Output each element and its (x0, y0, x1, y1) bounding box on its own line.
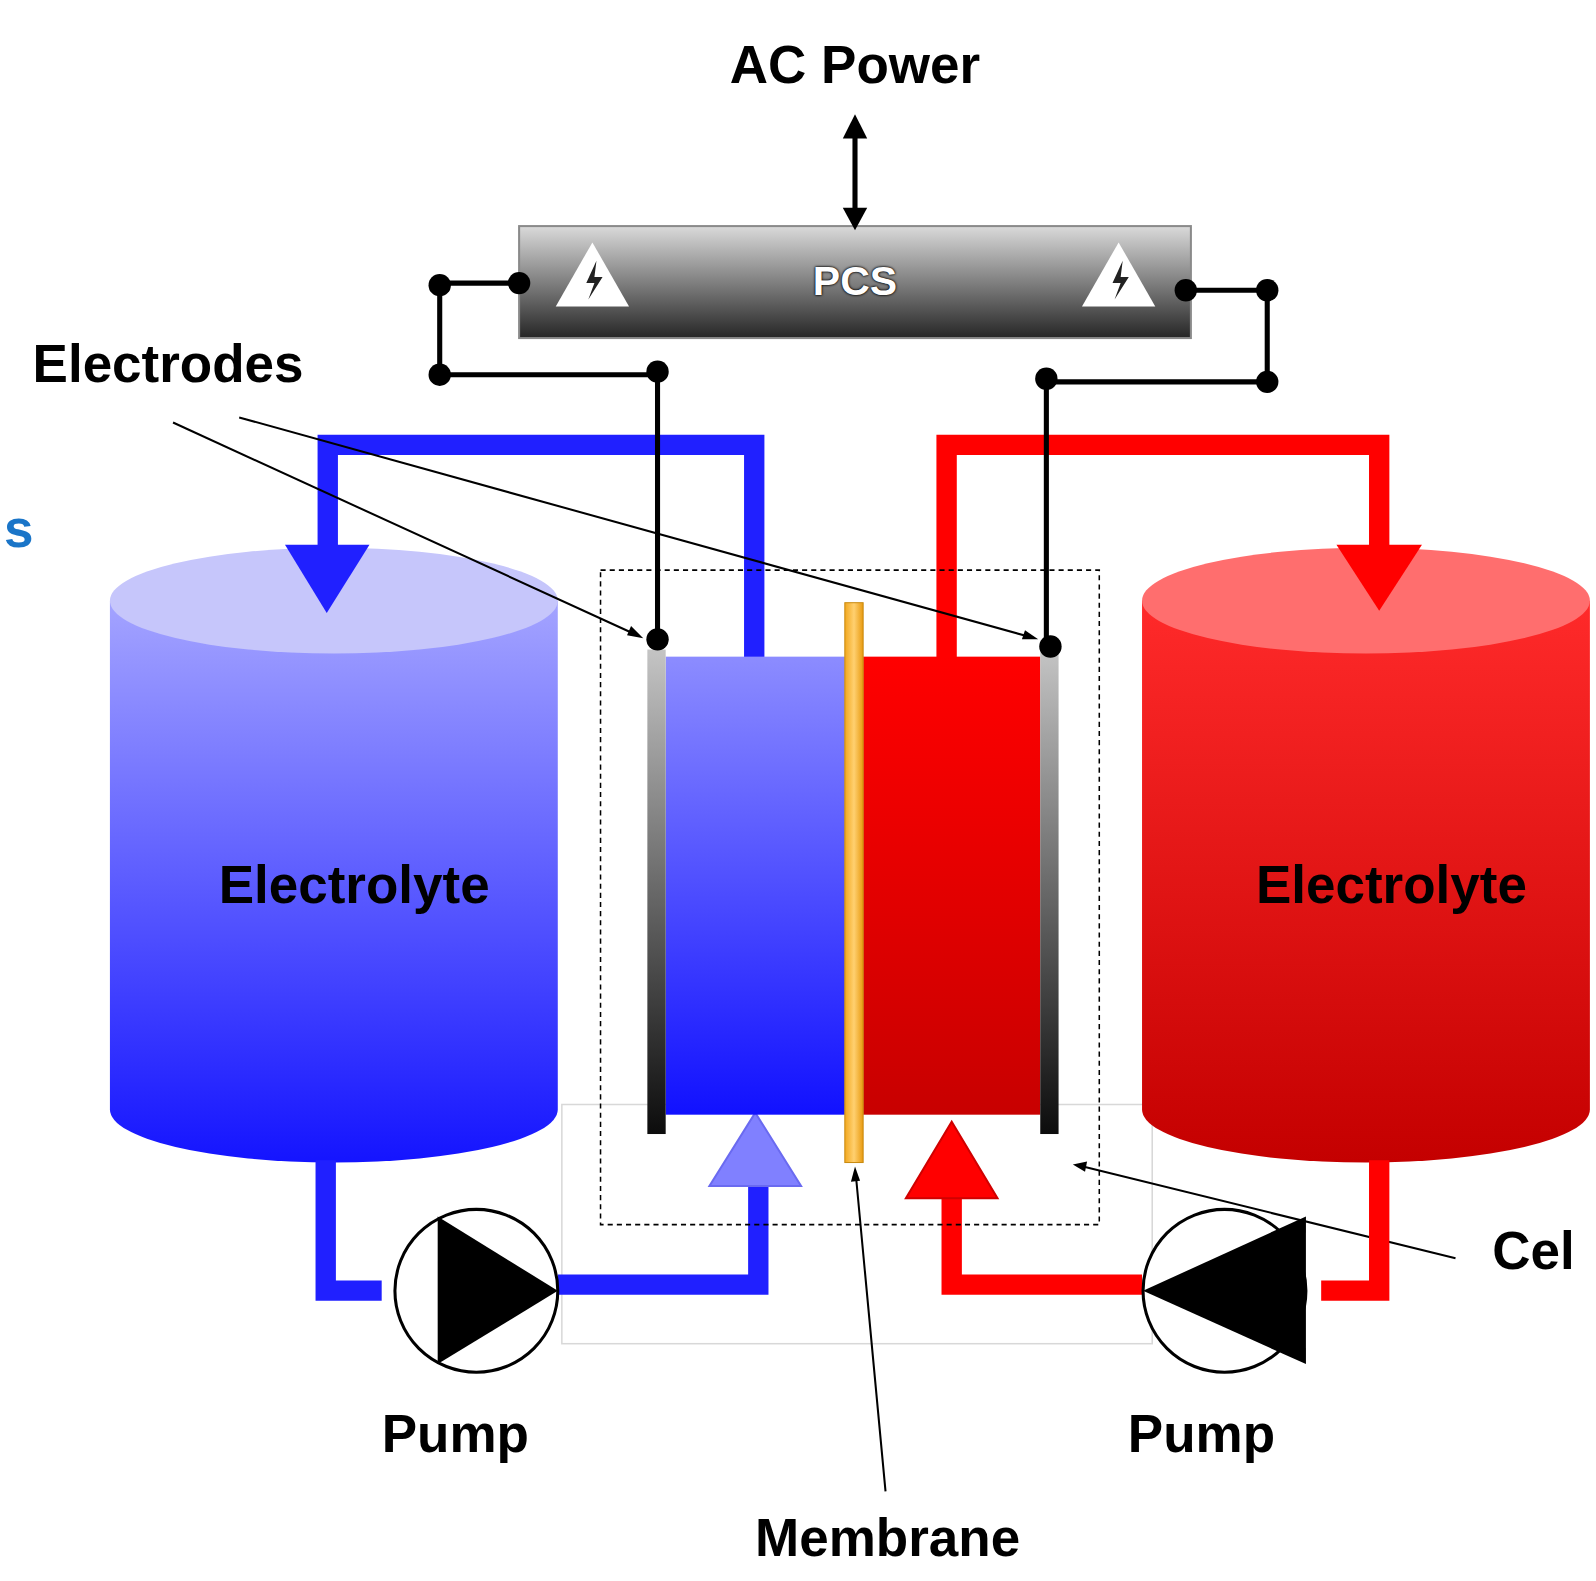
electrolyte-tank: Electrolyte (1142, 550, 1590, 1161)
leader-line (173, 423, 637, 636)
pump-triangle (1143, 1216, 1306, 1364)
lightning-symbol (1113, 261, 1129, 300)
warning-triangle (1082, 242, 1155, 306)
part-label: Electrodes (33, 334, 304, 395)
pipe-connector (1321, 1160, 1379, 1290)
arrowhead (1022, 630, 1038, 639)
node-text: Electrolyte (1256, 855, 1527, 916)
node-text: Pump (1128, 1404, 1275, 1465)
pump: Pump (1128, 1209, 1321, 1474)
power-label: AC Power (730, 35, 980, 96)
pipe-connector (326, 1160, 382, 1290)
electrode (647, 650, 665, 1134)
red-pipe (947, 445, 1380, 662)
arrowhead (851, 1167, 860, 1182)
pcs-box: PCS (519, 226, 1191, 338)
blue-pipe (328, 445, 754, 662)
arrowhead (843, 208, 867, 230)
pcs-body (519, 226, 1191, 338)
leader-line (1083, 1167, 1456, 1259)
node-text: PCS (813, 258, 897, 305)
flow-arrowhead (1336, 545, 1422, 611)
flow-arrowhead (906, 1122, 998, 1198)
flow-arrowhead (285, 545, 369, 613)
wire (440, 283, 658, 639)
leader-line (239, 417, 1031, 637)
node-text: Pump (382, 1404, 529, 1465)
warning-triangle (556, 242, 629, 306)
part-label: Membrane (755, 1508, 1020, 1569)
arrowhead (1073, 1162, 1087, 1172)
power-arrow (852, 134, 857, 211)
electrolyte-tank: Electrolyte (110, 550, 558, 1161)
red-pipe (952, 1193, 1142, 1285)
posolyte-tank (1142, 601, 1590, 1163)
electrode (1040, 650, 1058, 1134)
cropped-text: s (4, 499, 33, 560)
leader-line (856, 1177, 886, 1492)
node-text: Electrolyte (219, 855, 490, 916)
wire-dots (429, 272, 1279, 658)
part-label: Cel (1492, 1221, 1574, 1282)
membrane (845, 603, 863, 1163)
cell-outline (601, 570, 1100, 1224)
pump-circle (395, 1209, 558, 1372)
negative-half-cell (666, 657, 845, 1115)
blue-pipe (558, 1181, 759, 1285)
lightning-symbol (586, 261, 602, 300)
wire (1046, 290, 1267, 646)
flow-arrowhead (709, 1113, 801, 1186)
negolyte-tank (110, 601, 558, 1163)
pump-triangle (438, 1216, 558, 1364)
positive-half-cell (863, 657, 1040, 1115)
arrowhead (627, 626, 643, 638)
pump-circle (1143, 1209, 1306, 1372)
pump: Pump (382, 1209, 575, 1474)
arrowhead (843, 114, 867, 138)
